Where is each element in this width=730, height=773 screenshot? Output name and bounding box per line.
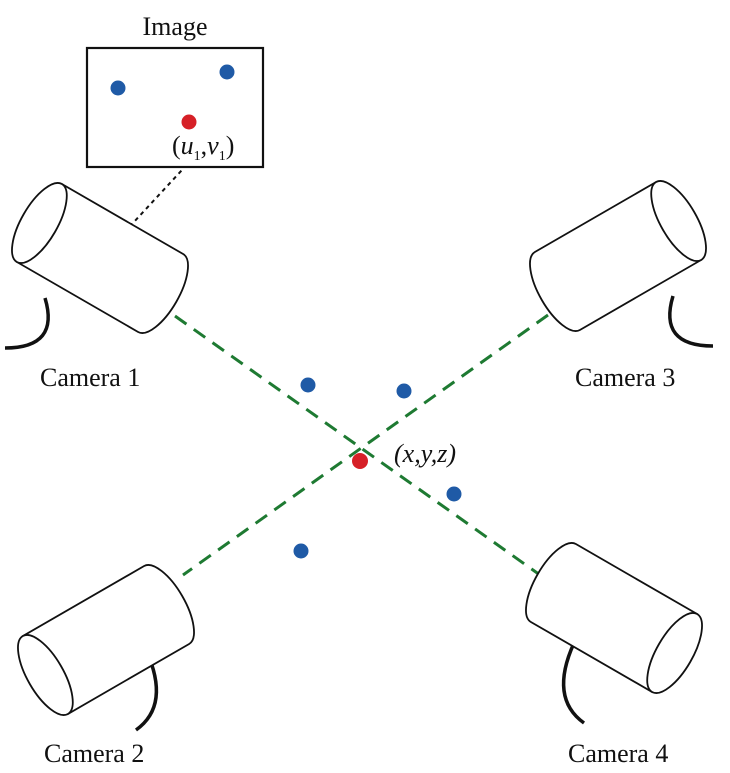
camera-4-lens: [646, 612, 703, 694]
image-point-label: (u1,v1): [172, 131, 234, 164]
world-dot-blue-4: [293, 543, 309, 559]
camera-1-label: Camera 1: [40, 363, 140, 392]
camera-3-lens: [650, 180, 707, 262]
camera-2-lens: [17, 634, 74, 716]
image-dot-red: [181, 114, 197, 130]
ray-camera1-camera4: [174, 314, 541, 577]
camera-1-cable: [4, 297, 50, 350]
image-title: Image: [143, 12, 208, 41]
ray-camera3-camera2: [182, 313, 549, 577]
world-dot-red: [352, 453, 368, 469]
world-dot-blue-2: [396, 383, 412, 399]
camera-1-lens: [11, 182, 68, 264]
camera-3-cable: [668, 295, 714, 348]
camera-2-label: Camera 2: [44, 739, 144, 768]
image-plane: [85, 46, 265, 169]
world-dot-blue-1: [300, 377, 316, 393]
camera-3: [529, 180, 714, 348]
image-dot-blue-2: [219, 64, 235, 80]
camera-4: [525, 542, 703, 725]
camera-3-label: Camera 3: [575, 363, 675, 392]
world-point-label: (x,y,z): [394, 439, 456, 468]
world-dot-blue-3: [446, 486, 462, 502]
camera-4-label: Camera 4: [568, 739, 668, 768]
camera-2: [17, 564, 195, 732]
image-dot-blue-1: [110, 80, 126, 96]
camera-1: [4, 182, 189, 350]
camera-4-cable: [561, 642, 586, 725]
